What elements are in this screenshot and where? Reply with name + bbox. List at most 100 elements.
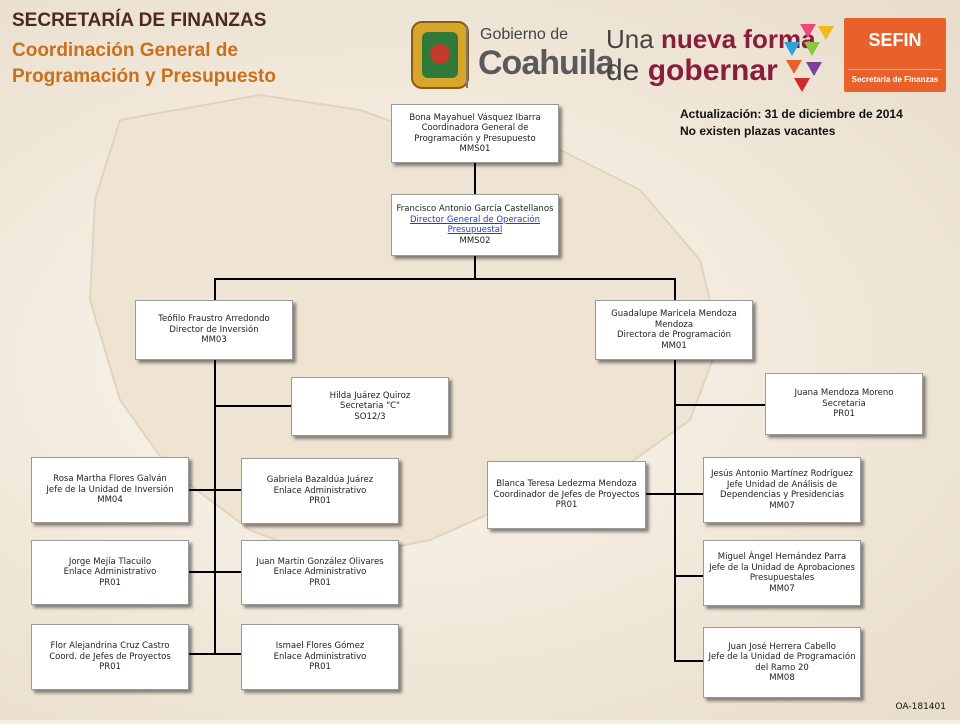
node-code: PR01 xyxy=(309,577,331,588)
connector xyxy=(214,360,216,654)
slogan-word-de: de xyxy=(606,54,640,87)
connector xyxy=(214,278,216,300)
connector xyxy=(674,575,706,577)
org-node-enlace-ismael: Ismael Flores Gómez Enlace Administrativ… xyxy=(241,624,399,690)
slogan-word-gobernar: gobernar xyxy=(647,54,778,87)
org-node-directora-programacion: Guadalupe Maricela Mendoza Mendoza Direc… xyxy=(595,300,753,360)
node-name: Gabriela Bazaldúa Juárez xyxy=(266,475,374,486)
node-title: Jefe de la Unidad de Programación xyxy=(708,652,856,662)
node-code: SO12/3 xyxy=(354,411,386,422)
org-node-jefe-inversion: Rosa Martha Flores Galván Jefe de la Uni… xyxy=(31,457,189,523)
node-name: Hilda Juárez Quiroz xyxy=(329,390,411,401)
sefin-name: SEFIN xyxy=(868,30,922,50)
node-name: Teófilo Fraustro Arredondo xyxy=(158,314,270,325)
org-node-secretaria: Juana Mendoza Moreno Secretaria PR01 xyxy=(765,373,923,435)
node-name: Mendoza xyxy=(654,319,694,330)
org-node-director-general: Francisco Antonio García Castellanos Dir… xyxy=(391,194,559,256)
node-title: Jefe de la Unidad de Inversión xyxy=(46,484,174,495)
node-code: PR01 xyxy=(555,500,578,511)
connector xyxy=(214,405,292,407)
connector xyxy=(188,571,242,573)
org-node-coord-blanca: Blanca Teresa Ledezma Mendoza Coordinado… xyxy=(487,461,646,529)
slogan-line2: de gobernar xyxy=(606,54,778,88)
node-code: PR01 xyxy=(309,496,331,507)
node-title-link[interactable]: Presupuestal xyxy=(447,225,503,235)
node-title: Coordinadora General de xyxy=(421,123,529,133)
connector xyxy=(646,493,706,495)
org-node-jefe-ramo: Juan José Herrera Cabello Jefe de la Uni… xyxy=(703,627,861,698)
node-title: Enlace Administrativo xyxy=(273,485,367,496)
node-title: Enlace Administrativo xyxy=(273,567,367,578)
connector xyxy=(674,660,706,662)
sefin-logo: SEFIN Secretaría de Finanzas xyxy=(844,18,946,92)
org-node-enlace-jorge: Jorge Mejía Tlacuilo Enlace Administrati… xyxy=(31,540,189,605)
org-node-jefe-aprobaciones: Miguel Ángel Hernández Parra Jefe de la … xyxy=(703,540,861,606)
connector xyxy=(474,256,476,279)
sefin-subtitle: Secretaría de Finanzas xyxy=(848,69,942,84)
node-code: MM07 xyxy=(769,583,795,594)
node-code: MMS02 xyxy=(459,235,491,246)
node-name: Jorge Mejía Tlacuilo xyxy=(68,556,152,567)
node-code: MM01 xyxy=(661,340,687,351)
node-title: Coordinador de Jefes de Proyectos xyxy=(493,489,640,500)
org-node-director-inversion: Teófilo Fraustro Arredondo Director de I… xyxy=(135,300,293,360)
node-code: PR01 xyxy=(833,409,855,420)
node-title: Coord. de Jefes de Proyectos xyxy=(49,651,171,662)
node-title: Enlace Administrativo xyxy=(63,567,157,578)
org-node-enlace-gabriela: Gabriela Bazaldúa Juárez Enlace Administ… xyxy=(241,458,399,524)
node-title: del Ramo 20 xyxy=(755,662,809,673)
org-node-secretaria-c: Hilda Juárez Quiroz Secretaria "C" SO12/… xyxy=(291,377,449,436)
node-name: Blanca Teresa Ledezma Mendoza xyxy=(496,479,637,490)
node-title: Jefe de la Unidad de Aprobaciones xyxy=(709,562,855,573)
vacancies-note: No existen plazas vacantes xyxy=(680,124,836,138)
node-title: Enlace Administrativo xyxy=(273,651,367,662)
node-name: Bona Mayahuel Vásquez Ibarra xyxy=(409,112,541,123)
connector xyxy=(214,278,676,280)
gobierno-small-text: Gobierno de xyxy=(480,26,569,43)
node-code: PR01 xyxy=(99,662,121,673)
node-code: PR01 xyxy=(309,662,331,673)
node-code: MM07 xyxy=(769,500,795,511)
node-name: Jesús Antonio Martínez Rodríguez xyxy=(710,469,854,479)
colored-arrows-icon xyxy=(784,24,834,92)
node-title: Presupuestales xyxy=(749,573,815,583)
gobierno-logo: Gobierno de Coahuila Una nueva forma de … xyxy=(408,18,838,102)
update-date: Actualización: 31 de diciembre de 2014 xyxy=(680,107,903,121)
node-title: Director de Inversión xyxy=(169,324,259,335)
node-name: Francisco Antonio García Castellanos xyxy=(396,204,554,214)
header-subtitle-line1: Coordinación General de xyxy=(12,40,238,61)
connector xyxy=(674,360,676,662)
org-node-coordinadora: Bona Mayahuel Vásquez Ibarra Coordinador… xyxy=(391,104,559,163)
header-subtitle-line2: Programación y Presupuesto xyxy=(12,66,276,87)
update-note: Actualización: 31 de diciembre de 2014 N… xyxy=(680,106,903,140)
node-code: MM03 xyxy=(201,335,227,346)
coahuila-text: Coahuila xyxy=(478,44,615,82)
header-title: SECRETARÍA DE FINANZAS xyxy=(12,10,267,31)
node-title-link[interactable]: Director General de Operación xyxy=(409,214,540,225)
node-title: Secretaria "C" xyxy=(340,401,400,412)
org-node-enlace-juan: Juan Martin González Olivares Enlace Adm… xyxy=(241,540,399,605)
node-code: MMS01 xyxy=(459,144,491,154)
org-node-coord-flor: Flor Alejandrina Cruz Castro Coord. de J… xyxy=(31,624,189,690)
coahuila-seal-icon xyxy=(411,21,469,89)
node-name: Miguel Ángel Hernández Parra xyxy=(717,552,847,562)
node-name: Juan José Herrera Cabello xyxy=(728,641,836,652)
node-name: Juana Mendoza Moreno xyxy=(794,388,894,399)
node-name: Flor Alejandrina Cruz Castro xyxy=(50,641,170,652)
node-code: MM04 xyxy=(97,495,123,506)
node-name: Guadalupe Maricela Mendoza xyxy=(611,309,737,319)
node-title: Dependencias y Presidencias xyxy=(720,490,844,500)
org-node-jefe-analisis: Jesús Antonio Martínez Rodríguez Jefe Un… xyxy=(703,457,861,523)
node-code: MM08 xyxy=(769,673,795,683)
node-title: Secretaria xyxy=(822,398,866,409)
node-code: PR01 xyxy=(99,577,121,588)
slogan-word-una: Una xyxy=(606,24,654,54)
document-code: OA-181401 xyxy=(895,702,947,712)
node-title: Programación y Presupuesto xyxy=(414,133,536,144)
node-name: Juan Martin González Olivares xyxy=(256,556,384,567)
connector xyxy=(474,163,476,194)
connector xyxy=(674,404,766,406)
node-name: Rosa Martha Flores Galván xyxy=(53,474,167,485)
connector xyxy=(674,278,676,300)
connector xyxy=(188,653,242,655)
